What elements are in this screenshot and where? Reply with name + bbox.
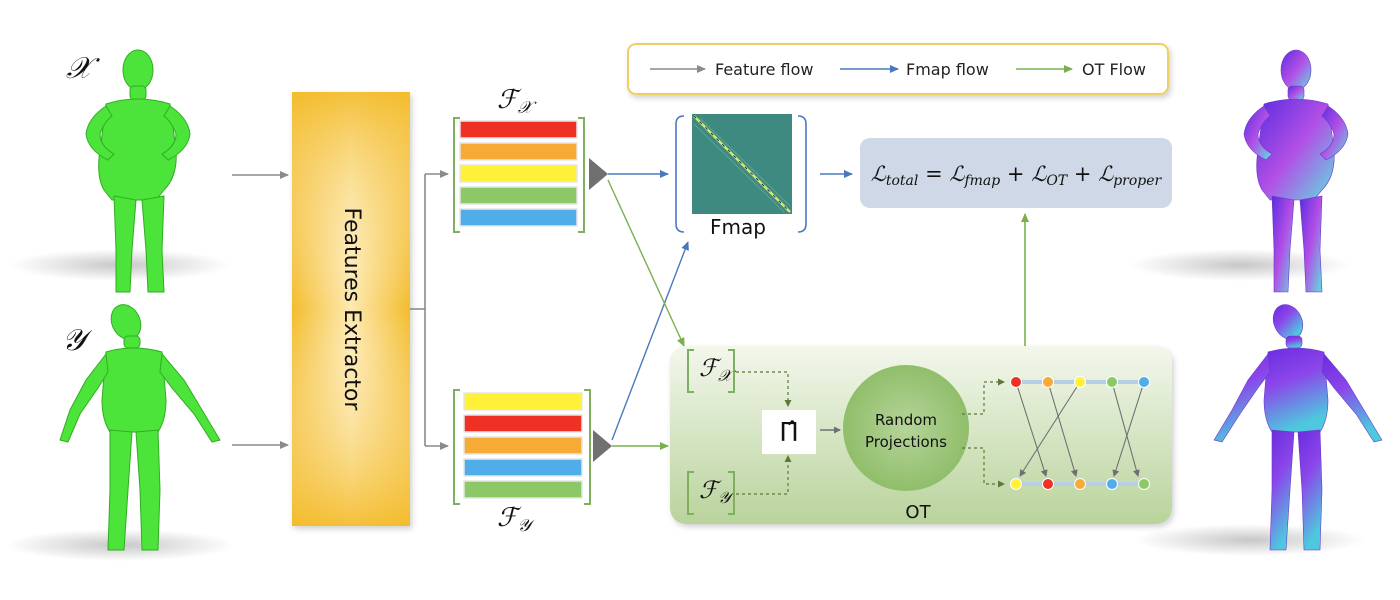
top-dot-5 <box>1138 376 1150 388</box>
fy-bar-5 <box>463 480 583 499</box>
top-dot-1 <box>1010 376 1022 388</box>
fmap-diagonal <box>693 115 791 213</box>
shadow <box>1130 249 1350 281</box>
fmap-bracket-right <box>797 115 807 233</box>
random-label-1: Random <box>875 411 937 429</box>
fx-bar-3 <box>459 164 578 183</box>
ot-block: ℱ𝒳 ℱ𝒴 Π̂ Random Projections OT <box>670 346 1172 524</box>
output-shape-y <box>1135 304 1383 556</box>
feature-stack-x: ℱ𝒳 <box>453 85 608 233</box>
transport-lines <box>1015 381 1145 477</box>
shape-x-symbol: 𝒳 <box>66 51 100 86</box>
fy-label: ℱ𝒴 <box>497 503 535 536</box>
bottom-dot-3 <box>1074 478 1086 490</box>
legend-ot-label: OT Flow <box>1082 60 1146 79</box>
top-dot-3 <box>1074 376 1086 388</box>
arrow-fx-to-ot <box>607 179 685 347</box>
input-shape-y: 𝒴 <box>5 304 235 561</box>
loss-box <box>860 138 1172 208</box>
fy-bar-4 <box>463 458 583 477</box>
fx-bar-2 <box>459 142 578 161</box>
bottom-dot-5 <box>1138 478 1150 490</box>
extractor-label: Features Extractor <box>339 208 364 412</box>
fy-pointer <box>593 430 612 462</box>
legend-feature-label: Feature flow <box>715 60 814 79</box>
fx-pointer <box>589 158 608 190</box>
shadow <box>1135 524 1365 556</box>
random-to-bottom <box>962 447 1005 488</box>
fy-bracket-right <box>584 389 591 505</box>
random-label-2: Projections <box>865 433 947 451</box>
bottom-dot-1 <box>1010 478 1022 490</box>
legend-fmap-label: Fmap flow <box>906 60 989 79</box>
input-shape-x: 𝒳 <box>10 49 230 293</box>
fmap-block: Fmap <box>675 114 807 239</box>
fx-bar-1 <box>459 120 578 139</box>
output-shape-x <box>1130 49 1350 293</box>
ot-label: OT <box>905 502 931 523</box>
random-to-top <box>962 378 1005 415</box>
loss-block: ℒtotal = ℒfmap + ℒOT + ℒproper <box>860 138 1172 208</box>
fx-bracket-right <box>578 117 585 233</box>
fy-bracket-left <box>453 389 460 505</box>
bottom-dot-2 <box>1042 478 1054 490</box>
top-dot-4 <box>1106 376 1118 388</box>
fx-label: ℱ𝒳 <box>497 85 537 118</box>
fmap-bracket-left <box>675 115 685 233</box>
loss-equation: ℒtotal = ℒfmap + ℒOT + ℒproper <box>871 162 1163 189</box>
bottom-dot-4 <box>1106 478 1118 490</box>
features-extractor: Features Extractor <box>292 92 410 526</box>
legend: Feature flow Fmap flow OT Flow <box>627 43 1169 95</box>
fy-bar-3 <box>463 436 583 455</box>
pi-box <box>762 410 816 454</box>
extractor-branch <box>410 170 449 450</box>
arrow-fy-to-fmap <box>611 241 689 441</box>
random-projections-node <box>843 365 969 491</box>
fy-bar-2 <box>463 414 583 433</box>
fx-bar-4 <box>459 186 578 205</box>
fmap-label: Fmap <box>710 215 766 239</box>
fx-bracket-left <box>453 117 460 233</box>
fy-bar-1 <box>463 392 583 411</box>
feature-stack-y: ℱ𝒴 <box>453 389 612 536</box>
fx-bar-5 <box>459 208 578 227</box>
pi-symbol: Π̂ <box>779 418 799 448</box>
shape-y-symbol: 𝒴 <box>62 323 93 358</box>
top-dot-2 <box>1042 376 1054 388</box>
ot-fx-to-pi <box>736 371 792 407</box>
